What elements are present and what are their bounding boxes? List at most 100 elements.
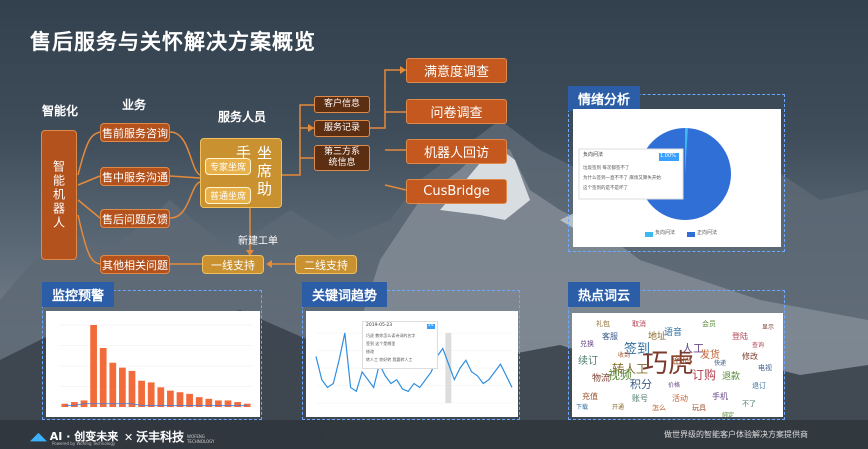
word-cloud-word: 怎么: [652, 404, 666, 412]
word-cloud-word: 价格: [668, 382, 681, 389]
channel-cusbridge: CusBridge: [406, 179, 507, 204]
bar: [71, 402, 78, 407]
normal-seat: 普通坐席: [205, 187, 251, 204]
hot-words-panel: 热点词云 巧虎签到转人工视频订购积分人工密码续订发货物流语音地址退款登陆客服手机…: [568, 282, 785, 420]
monitor-chart: [46, 311, 260, 417]
word-cloud-word: 充值: [582, 392, 598, 401]
bar: [109, 362, 117, 407]
word-cloud-word: 会员: [702, 320, 716, 328]
word-cloud-word: 物流: [592, 374, 611, 384]
business-item-presales: 售前服务咨询: [100, 123, 170, 142]
info-service-record: 服务记录: [314, 120, 370, 137]
footer-slogan: 做世界级的智能客户体验解决方案提供商: [664, 430, 808, 439]
bar: [186, 393, 193, 407]
legend-negative: 负向问法: [655, 230, 676, 236]
bar: [128, 370, 136, 407]
word-cloud-word: 巧虎: [642, 349, 695, 379]
word-cloud-word: 活动: [672, 394, 688, 403]
keyword-tooltip-tag: 24: [427, 323, 435, 329]
brand2-logo-icon: ✕: [124, 431, 134, 444]
bar: [157, 387, 165, 407]
brand1-sub: Powered by Wofeng Technology: [52, 441, 116, 446]
keyword-tooltip-row: 修改: [366, 349, 374, 354]
channel-questionnaire: 问卷调查: [406, 99, 507, 124]
bar: [99, 347, 107, 407]
heading-staff: 服务人员: [218, 110, 267, 124]
footer-brand1: ◢◣ AI · 创变未来 Powered by Wofeng Technolog…: [30, 428, 118, 446]
monitor-panel: 监控预警: [42, 282, 262, 420]
word-cloud-word: 账号: [632, 394, 648, 403]
word-cloud-word: 退订: [752, 382, 766, 390]
word-cloud-word: 开通: [612, 404, 625, 411]
bar: [224, 400, 232, 407]
legend-positive-swatch: [687, 232, 695, 237]
word-cloud-word: 密码: [672, 356, 692, 367]
bar: [147, 382, 155, 407]
emotion-badge-bg: [659, 153, 679, 161]
word-cloud-word: 玩具: [692, 404, 706, 412]
brand2-sub: WOFENG TECHNOLOGY: [186, 433, 215, 444]
word-cloud-word: 续订: [578, 356, 598, 367]
word-cloud-word: 转人工: [612, 362, 649, 376]
brand1-logo-icon: ◢◣: [30, 430, 47, 443]
hot-words-title: 热点词云: [568, 282, 641, 307]
word-cloud-word: 退款: [722, 372, 741, 382]
page-title: 售后服务与关怀解决方案概览: [30, 30, 316, 54]
emotion-analysis-panel: 情绪分析 负向问法 1.00% 垃圾签到 每次都签不了 为什么签到一直不不了 麻…: [568, 86, 785, 252]
pie-slice-negative: [685, 127, 688, 174]
word-cloud-word: 兑换: [580, 340, 594, 348]
emotion-tooltip-item: 为什么签到一直不不了 麻烦又算失开始: [583, 176, 661, 181]
keyword-tooltip-row: 转人工 你好转 我要转人工: [366, 357, 413, 362]
smart-robot-box: 智能机器人: [41, 130, 77, 260]
business-item-insales: 售中服务沟通: [100, 167, 170, 186]
highlight-band: [445, 333, 452, 403]
info-third-party: 第三方系统信息: [314, 145, 370, 171]
word-cloud-word: 下载: [576, 404, 589, 411]
bar: [205, 398, 213, 407]
word-cloud-word: 客服: [602, 332, 618, 341]
first-line-support: 一线支持: [202, 255, 264, 274]
bar: [167, 390, 174, 407]
word-cloud-word: 地址: [648, 332, 667, 342]
word-cloud-word: 不了: [742, 400, 756, 408]
emotion-tooltip-category: 负向问法: [583, 152, 604, 158]
word-cloud-word: 取消: [632, 320, 646, 328]
word-cloud-word: 视频: [608, 368, 633, 382]
heading-intelligent: 智能化: [42, 104, 79, 118]
keyword-chart: 2019-05-23 24 巧虎 教你怎么读诗词的名字 签到 这个是哪里 修改 …: [306, 311, 518, 417]
bar: [119, 367, 126, 407]
emotion-chart: 负向问法 1.00% 垃圾签到 每次都签不了 为什么签到一直不不了 麻烦又算失开…: [573, 109, 781, 247]
channel-satisfaction: 满意度调查: [406, 58, 507, 83]
word-cloud-word: 电视: [758, 364, 772, 372]
word-cloud-word: 订购: [692, 368, 717, 382]
emotion-analysis-title: 情绪分析: [568, 86, 641, 111]
brand2-name: 沃丰科技: [136, 430, 185, 444]
second-line-support: 二线支持: [295, 255, 357, 274]
keyword-tooltip-title: 2019-05-23: [366, 323, 393, 328]
word-cloud-word: 发货: [700, 350, 720, 361]
word-cloud-word: 查询: [752, 342, 765, 349]
emotion-pie: [578, 127, 731, 237]
new-work-order-label: 新建工单: [238, 236, 278, 247]
heading-business: 业务: [122, 98, 147, 112]
keyword-trend-title: 关键词趋势: [302, 282, 388, 307]
info-customer: 客户信息: [314, 96, 370, 113]
legend-positive: 正向问法: [697, 230, 718, 236]
emotion-tooltip-item: 这个签到的是不是坏了: [583, 186, 628, 191]
trend-line: [64, 403, 248, 406]
legend-negative-swatch: [645, 232, 653, 237]
monitor-title: 监控预警: [42, 282, 115, 307]
word-cloud-word: 手机: [712, 392, 728, 401]
keyword-tooltip-row: 巧虎 教你怎么读诗词的名字: [366, 333, 416, 338]
word-cloud-word: 登陆: [732, 332, 748, 341]
bar: [90, 325, 97, 407]
word-cloud-word: 修改: [742, 352, 758, 361]
word-cloud-word: 积分: [630, 378, 652, 391]
word-cloud-word: 语音: [664, 328, 683, 338]
bar: [138, 380, 145, 407]
word-cloud-word: 人工: [682, 342, 704, 355]
emotion-tooltip-item: 垃圾签到 每次都签不了: [583, 166, 630, 171]
channel-robot-callback: 机器人回访: [406, 139, 507, 164]
